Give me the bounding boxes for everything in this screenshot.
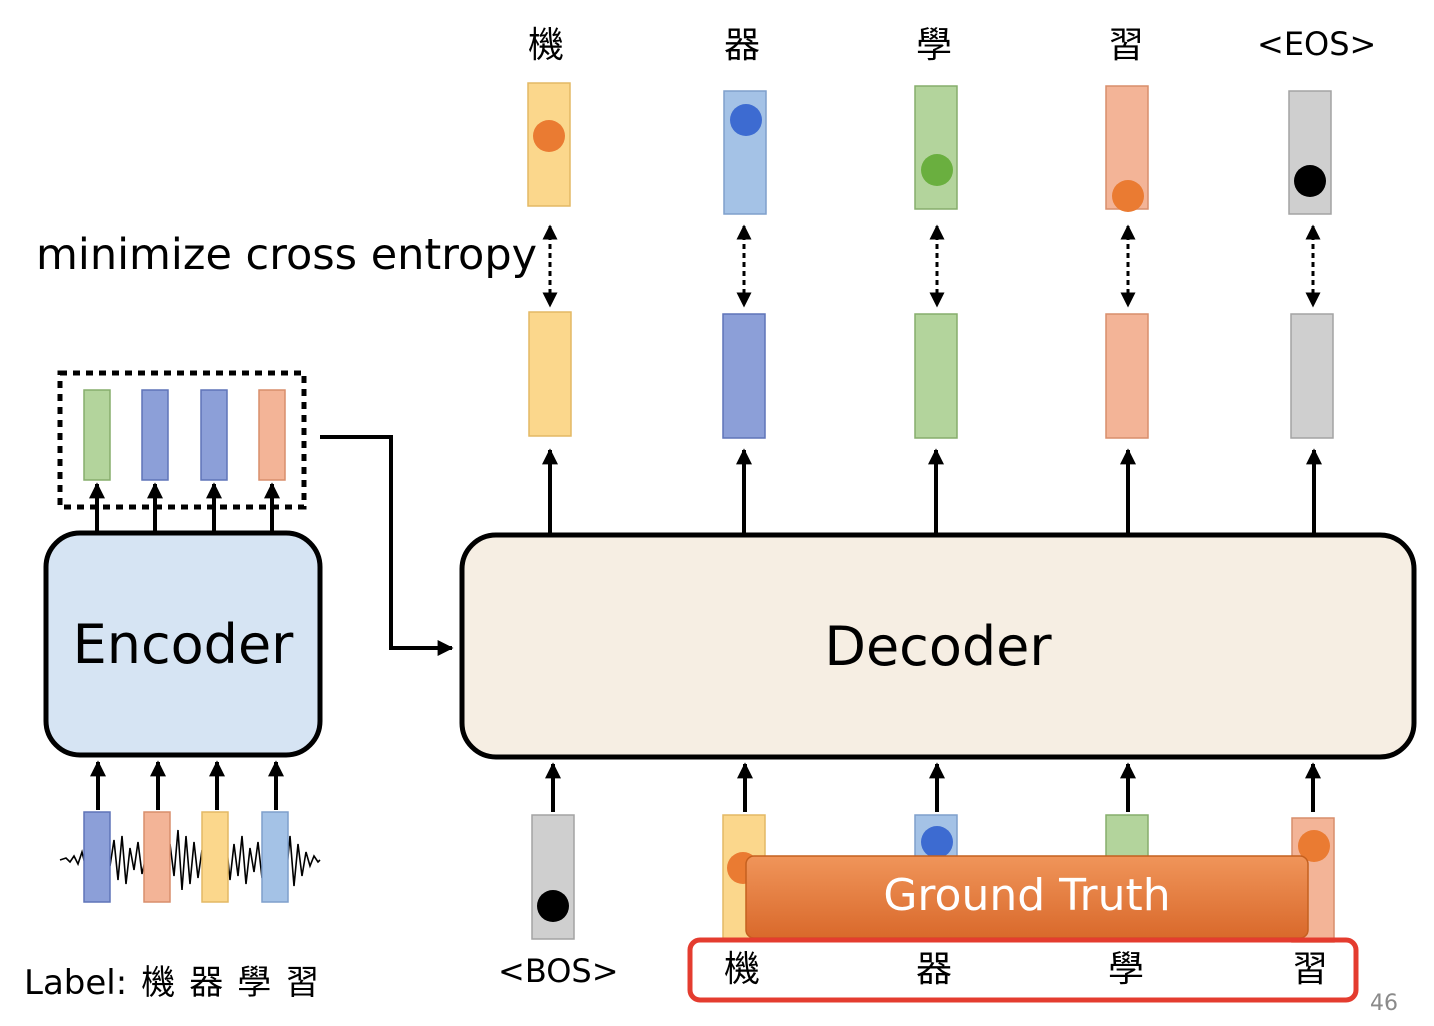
encoder-output-box (57, 370, 307, 510)
bos-token: <BOS> (498, 952, 619, 990)
ground-truth-label: Ground Truth (883, 870, 1171, 921)
decoder-output-vector-1 (528, 311, 572, 437)
decoder-block (459, 532, 1417, 760)
output-token-4: 習 (1108, 25, 1145, 66)
slide-number: 46 (1370, 991, 1398, 1016)
decoder-output-vector-4 (1105, 313, 1149, 439)
loss-label: minimize cross entropy (36, 230, 538, 280)
distribution-peak-dot (1294, 165, 1326, 197)
encoder-output-vector (200, 389, 228, 481)
decoder-output-vector-5 (1290, 313, 1334, 439)
ground-truth-highlight-box (687, 937, 1359, 1003)
encoder-label: Encoder (72, 613, 294, 676)
one-hot-dot (1298, 830, 1330, 862)
encoder-to-decoder-arrow (320, 435, 454, 656)
one-hot-dot (537, 890, 569, 922)
output-distribution-3 (914, 85, 958, 210)
ground-truth-token-2: 器 (916, 949, 953, 990)
distribution-peak-dot (921, 154, 953, 186)
encoder-input-vector (201, 811, 229, 903)
encoder-output-vector (83, 389, 111, 481)
output-token-1: 機 (528, 25, 565, 66)
encoder-block (43, 530, 323, 758)
label-line: Label: 機器學習 (24, 966, 333, 1000)
decoder-output-vector-2 (722, 313, 766, 439)
encoder-output-vector (258, 389, 286, 481)
encoder-input-vector (261, 811, 289, 903)
label-token-4: 習 (285, 963, 320, 1003)
output-token-3: 學 (916, 25, 953, 66)
distribution-peak-dot (533, 120, 565, 152)
encoder-input-vector (143, 811, 171, 903)
label-token-3: 學 (237, 963, 272, 1003)
output-token-2: 器 (724, 25, 761, 66)
label-prefix: Label: (24, 963, 128, 1003)
distribution-peak-dot (1112, 180, 1144, 212)
output-token-eos: <EOS> (1257, 25, 1377, 63)
label-token-2: 器 (189, 963, 224, 1003)
decoder-label: Decoder (824, 615, 1052, 678)
ground-truth-token-3: 學 (1108, 949, 1145, 990)
distribution-peak-dot (730, 104, 762, 136)
encoder-output-vector (141, 389, 169, 481)
label-token-1: 機 (141, 963, 176, 1003)
decoder-output-vector-3 (914, 313, 958, 439)
ground-truth-token-4: 習 (1292, 949, 1329, 990)
ground-truth-token-1: 機 (724, 949, 761, 990)
one-hot-dot (921, 826, 953, 858)
encoder-input-vector (83, 811, 111, 903)
